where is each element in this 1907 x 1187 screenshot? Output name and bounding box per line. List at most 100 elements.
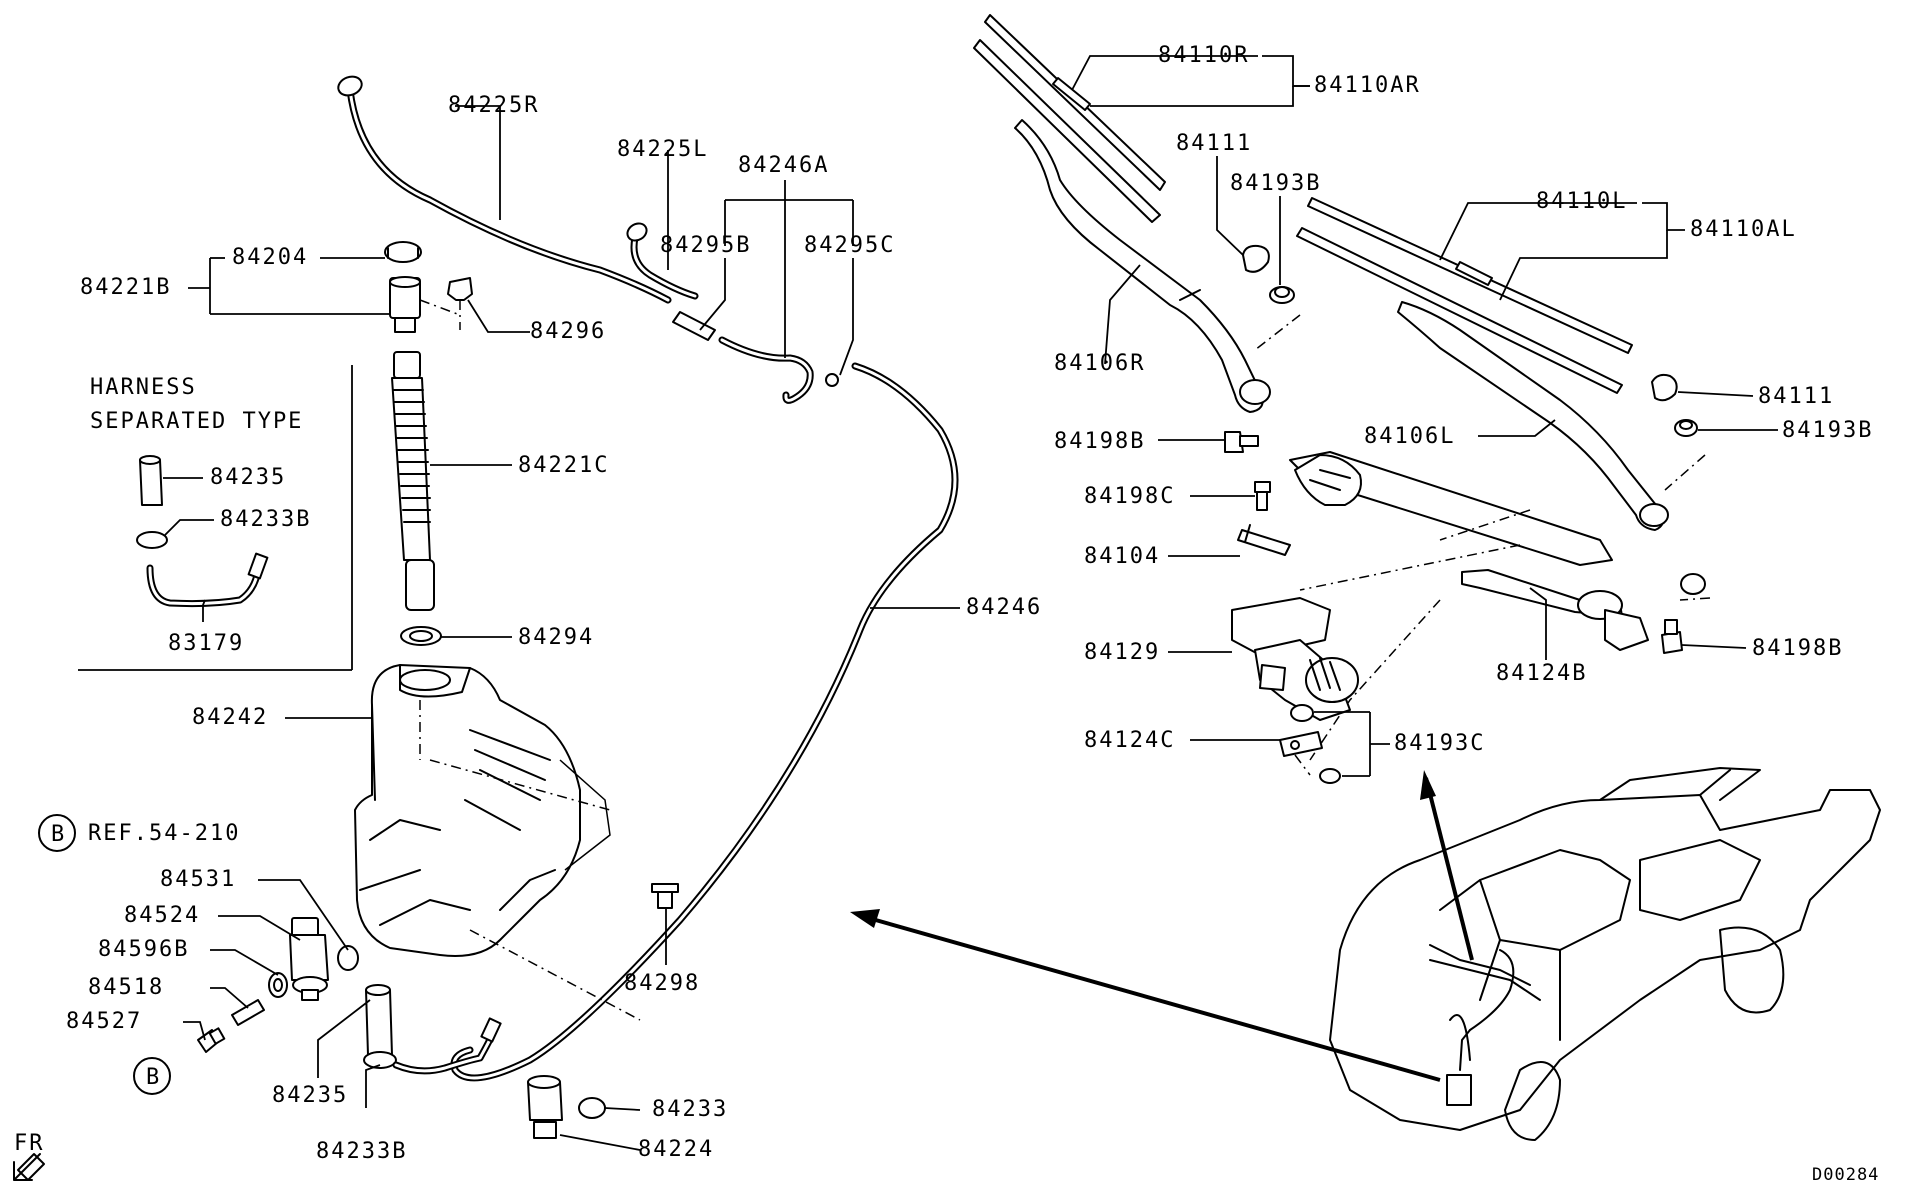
label-83179: 83179: [168, 631, 244, 656]
label-84295b: 84295B: [660, 233, 751, 258]
crank-84124c: [1279, 731, 1323, 757]
label-84221b: 84221B: [80, 275, 171, 300]
label-84104: 84104: [1084, 544, 1160, 569]
drawing-code: D00284: [1812, 1165, 1879, 1185]
ref-text: REF.54-210: [88, 821, 240, 846]
dash-84193b-right: [1664, 454, 1706, 491]
label-84110r: 84110R: [1158, 43, 1249, 68]
grommet-84294: [400, 626, 442, 646]
washer-tank-84242: [354, 664, 641, 1021]
label-84193b-top: 84193B: [1230, 171, 1321, 196]
ref-marker-letter-bottom: B: [146, 1065, 161, 1090]
wiper-arm-84106l: [1397, 301, 1669, 531]
filler-cap-84204: [384, 241, 422, 263]
bolt-84198b-right: [1661, 619, 1683, 654]
grommet-84531: [337, 945, 359, 971]
label-84106l: 84106L: [1364, 424, 1455, 449]
label-84193b-right: 84193B: [1782, 418, 1873, 443]
label-84224: 84224: [638, 1137, 714, 1162]
label-84518: 84518: [88, 975, 164, 1000]
inset-title-line1: HARNESS: [90, 375, 197, 400]
wiper-linkage-84124b: [1289, 451, 1711, 761]
label-84524: 84524: [124, 903, 200, 928]
bolt-84198c: [1254, 481, 1271, 511]
cap-84111-top: [1242, 244, 1270, 273]
leader-lines: [163, 55, 1778, 1151]
nut-84193c-bottom: [1319, 768, 1341, 784]
dash-84193c: [1294, 754, 1311, 776]
seal-84596b: [268, 972, 288, 998]
filler-hose-84221c: [391, 351, 435, 611]
label-84204: 84204: [232, 245, 308, 270]
ref-marker-letter: B: [51, 822, 66, 847]
label-84198b-left: 84198B: [1054, 429, 1145, 454]
label-84233: 84233: [652, 1097, 728, 1122]
label-84193c: 84193C: [1394, 731, 1485, 756]
grommet-84233: [578, 1097, 606, 1119]
label-84531: 84531: [160, 867, 236, 892]
hose-84246: [450, 362, 959, 1082]
label-84527: 84527: [66, 1009, 142, 1034]
filler-neck-84221b: [389, 276, 421, 333]
connector-84235: [365, 984, 393, 1056]
inset-title-line2: SEPARATED TYPE: [90, 409, 303, 434]
front-label: FR: [14, 1131, 45, 1156]
label-84296: 84296: [530, 319, 606, 344]
vehicle-overview: [1329, 767, 1881, 1141]
label-84110l: 84110L: [1536, 189, 1627, 214]
washer-pump-84524: [289, 917, 329, 1001]
label-84129: 84129: [1084, 640, 1160, 665]
label-84233b: 84233B: [316, 1139, 407, 1164]
pointer-arrow-to-washer: [850, 909, 1441, 1082]
label-84124b: 84124B: [1496, 661, 1587, 686]
label-84246: 84246: [966, 595, 1042, 620]
nut-84193b-top: [1269, 286, 1295, 304]
part-labels: 84225R 84225L 84246A 84295B 84295C 84221…: [14, 43, 1879, 1185]
wiper-blade-84110l: [1296, 197, 1633, 394]
hose-84246a: [672, 311, 839, 404]
front-direction-arrow: [13, 1153, 45, 1181]
nut-84193b-right: [1674, 419, 1698, 437]
label-84198c: 84198C: [1084, 484, 1175, 509]
label-84111-top: 84111: [1176, 131, 1252, 156]
connector-84527: [197, 1027, 226, 1053]
label-84235: 84235: [272, 1083, 348, 1108]
label-84225r: 84225R: [448, 93, 539, 118]
bolt-84198b-left: [1224, 431, 1259, 453]
pump-84224: [527, 1075, 563, 1139]
harness-bottom: [392, 1017, 502, 1075]
label-84110ar: 84110AR: [1314, 73, 1421, 98]
label-84242: 84242: [192, 705, 268, 730]
label-84198b-right: 84198B: [1752, 636, 1843, 661]
cap-84111-right: [1651, 373, 1678, 402]
hose-84225r: [337, 75, 672, 304]
label-84221c: 84221C: [518, 453, 609, 478]
label-84235-inset: 84235: [210, 465, 286, 490]
hose-84518: [231, 999, 265, 1026]
label-84295c: 84295C: [804, 233, 895, 258]
clip-84296: [447, 277, 473, 301]
label-84246a: 84246A: [738, 153, 829, 178]
pointer-arrow-to-wiper: [1420, 770, 1474, 961]
hose-84225l: [626, 222, 699, 300]
bolt-84298: [651, 883, 679, 909]
wiper-motor-84129: [1231, 597, 1359, 721]
grommet-84233b: [363, 1051, 397, 1069]
label-84233b-inset: 84233B: [220, 507, 311, 532]
wiper-blade-84110r: [973, 14, 1166, 223]
bracket-84104: [1237, 524, 1291, 556]
label-84111-right: 84111: [1758, 384, 1834, 409]
ref-marker-b-bottom: [133, 1057, 171, 1095]
label-84124c: 84124C: [1084, 728, 1175, 753]
label-84225l: 84225L: [617, 137, 708, 162]
label-84110al: 84110AL: [1690, 217, 1797, 242]
label-84106r: 84106R: [1054, 351, 1145, 376]
inset-harness-separated: [78, 365, 353, 671]
label-84596b: 84596B: [98, 937, 189, 962]
ref-marker-b: [38, 814, 76, 852]
dash-84193b-top: [1254, 314, 1301, 351]
label-84294: 84294: [518, 625, 594, 650]
label-84298: 84298: [624, 971, 700, 996]
nut-84193c-top: [1290, 704, 1314, 722]
